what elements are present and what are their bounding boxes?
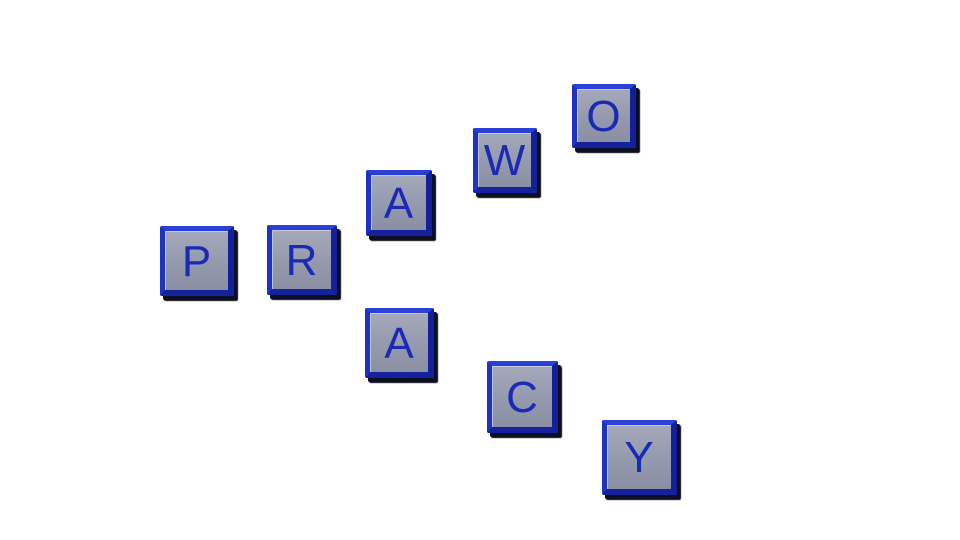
letter-tile-p: P: [160, 226, 234, 296]
letter-tile-a-upper: A: [366, 170, 432, 236]
tile-letter: A: [383, 178, 414, 228]
letter-tile-o: O: [572, 84, 636, 148]
letter-tile-c: C: [487, 361, 558, 433]
tile-letter: W: [483, 136, 526, 185]
tile-letter: P: [181, 236, 212, 286]
tile-letter: C: [506, 372, 538, 422]
tile-letter: Y: [624, 433, 654, 482]
letter-tile-w: W: [473, 128, 537, 193]
tile-letter: O: [586, 91, 621, 141]
letter-tile-r: R: [267, 225, 337, 295]
letter-tile-a-lower: A: [365, 308, 434, 378]
tile-letter: R: [285, 235, 318, 285]
tile-letter: A: [384, 318, 414, 368]
letter-tile-y: Y: [602, 420, 677, 495]
